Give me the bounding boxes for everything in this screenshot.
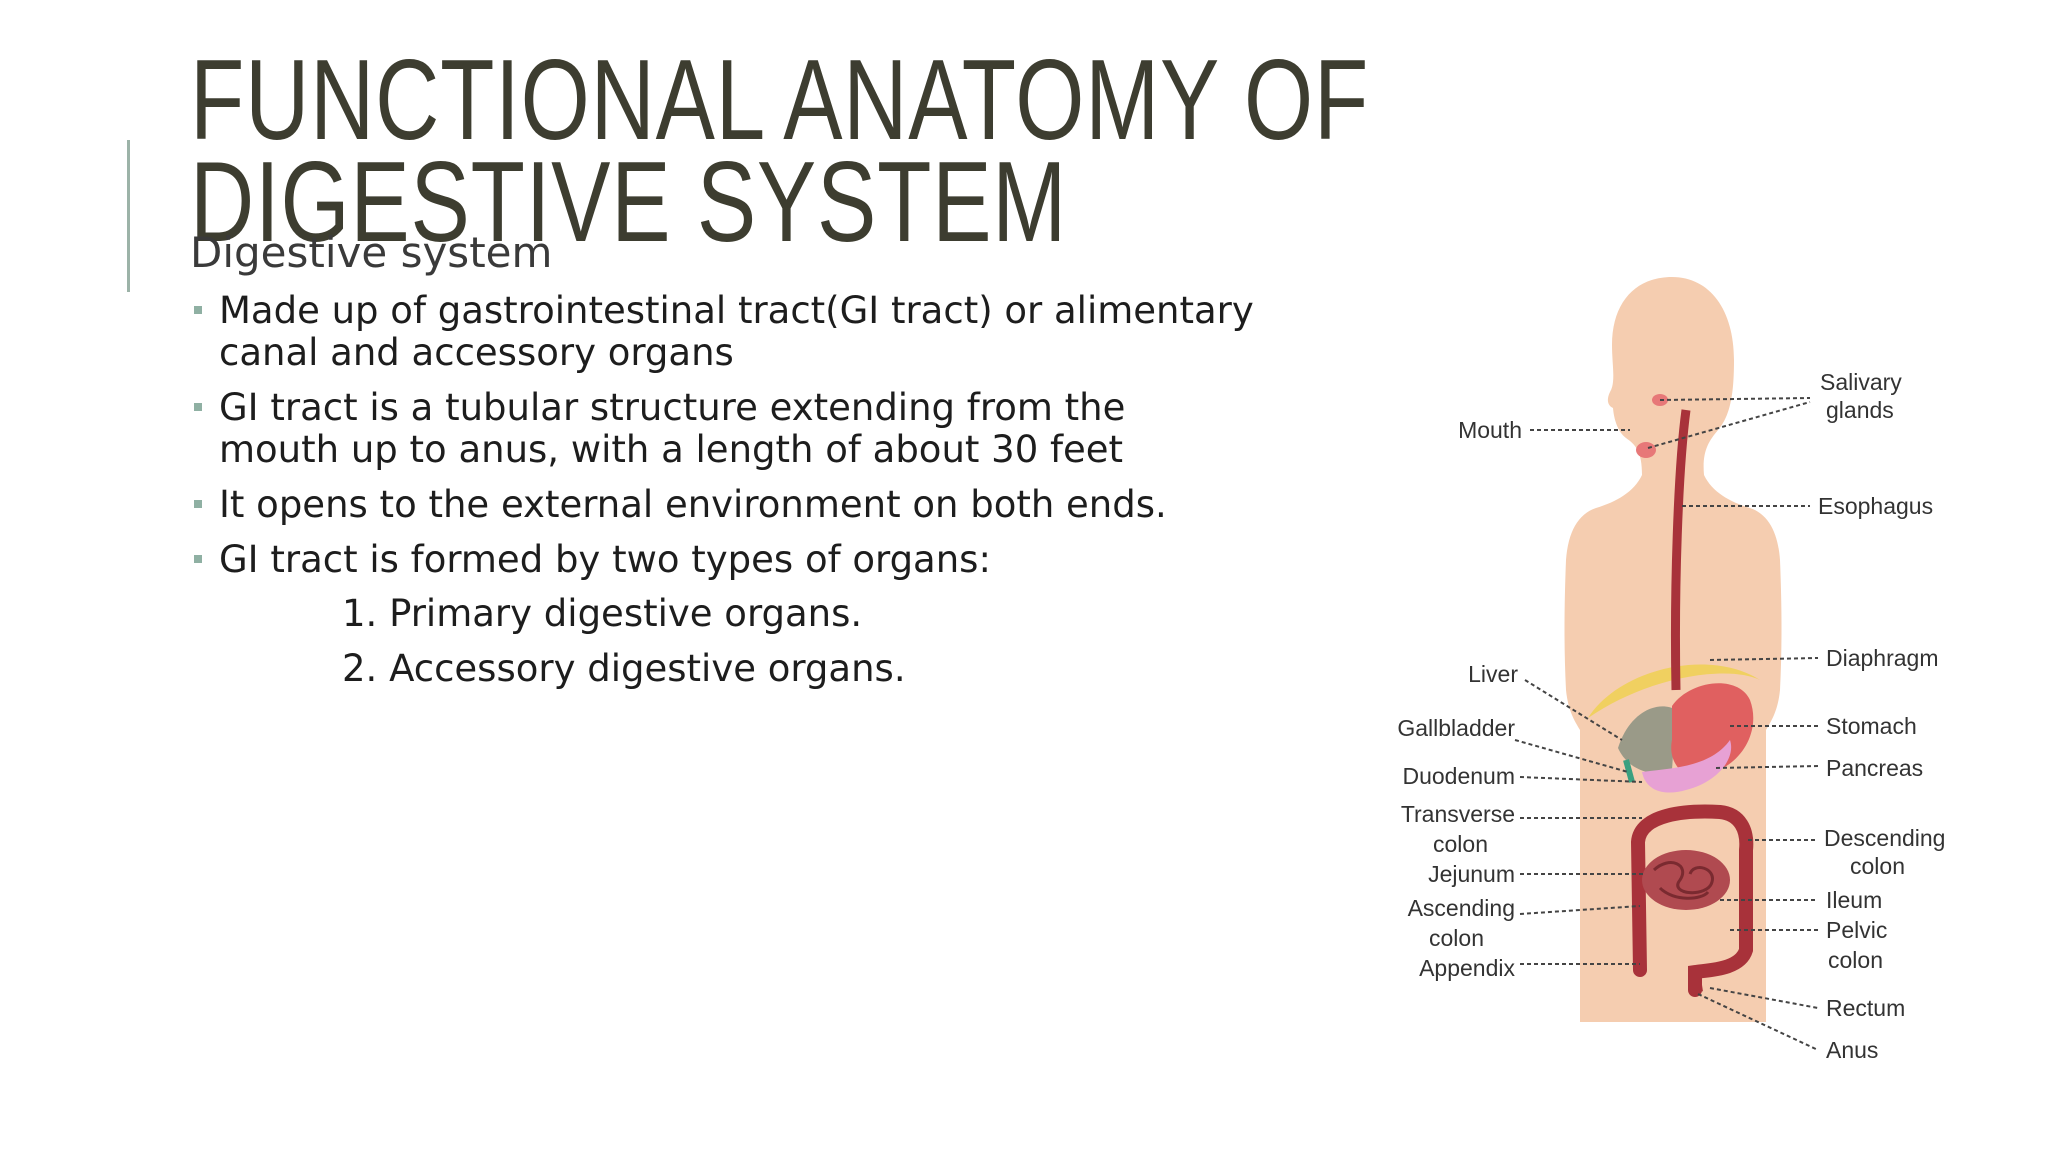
label-salivary-glands-1: Salivary — [1820, 369, 1902, 395]
label-descending-colon-1: Descending — [1824, 825, 1945, 851]
label-pancreas: Pancreas — [1826, 755, 1923, 781]
label-descending-colon-2: colon — [1850, 853, 1905, 879]
gallbladder-shape — [1623, 759, 1635, 783]
leader-line — [1715, 765, 1819, 769]
leader-line — [1709, 987, 1819, 1009]
rectum-shape — [1690, 971, 1703, 993]
bullet-text: Made up of gastrointestinal tract(GI tra… — [219, 289, 1254, 374]
label-ileum: Ileum — [1826, 887, 1882, 913]
label-transverse-colon-1: Transverse — [1401, 801, 1515, 827]
numbered-list: 1. Primary digestive organs. 2. Accessor… — [342, 593, 906, 703]
label-liver: Liver — [1468, 661, 1518, 687]
leader-line — [1519, 905, 1641, 915]
esophagus-shape — [1670, 409, 1691, 691]
title-line-2: DIGESTIVE SYSTEM — [190, 139, 1068, 266]
stomach-shape — [1671, 683, 1754, 777]
leader-lines — [1514, 397, 1819, 1051]
bullet-item: It opens to the external environment on … — [192, 484, 1322, 526]
salivary-gland-shape — [1636, 442, 1656, 458]
label-anus: Anus — [1826, 1037, 1878, 1063]
pancreas-shape — [1642, 740, 1732, 793]
slide-subtitle: Digestive system — [190, 228, 553, 277]
liver-shape — [1618, 706, 1676, 774]
bullet-text: It opens to the external environment on … — [219, 483, 1167, 526]
label-gallbladder: Gallbladder — [1397, 715, 1515, 741]
bullet-item: GI tract is a tubular structure extendin… — [192, 387, 1179, 471]
label-duodenum: Duodenum — [1402, 763, 1515, 789]
label-pelvic-colon-2: colon — [1828, 947, 1883, 973]
small-intestine-shape — [1642, 850, 1730, 910]
bullet-text: GI tract is a tubular structure extendin… — [219, 386, 1126, 471]
label-stomach: Stomach — [1826, 713, 1917, 739]
title-line-1: FUNCTIONAL ANATOMY OF — [190, 37, 1370, 164]
label-salivary-glands-2: glands — [1826, 397, 1894, 423]
leader-line — [1697, 993, 1819, 1051]
leader-line — [1514, 739, 1629, 773]
label-jejunum: Jejunum — [1428, 861, 1515, 887]
bullet-square-icon — [194, 306, 202, 314]
bullet-square-icon — [194, 555, 202, 563]
numbered-item: 2. Accessory digestive organs. — [342, 647, 906, 690]
bullet-item: Made up of gastrointestinal tract(GI tra… — [192, 290, 1322, 374]
bullet-text: GI tract is formed by two types of organ… — [219, 538, 991, 581]
bullet-square-icon — [194, 403, 202, 411]
bullet-item: GI tract is formed by two types of organ… — [192, 539, 1322, 581]
slide-title: FUNCTIONAL ANATOMY OF DIGESTIVE SYSTEM — [190, 37, 1370, 266]
small-intestine-coils — [1652, 861, 1714, 900]
accent-bar — [127, 140, 130, 292]
numbered-item: 1. Primary digestive organs. — [342, 592, 863, 635]
label-appendix: Appendix — [1419, 955, 1515, 981]
label-rectum: Rectum — [1826, 995, 1905, 1021]
bullet-list: Made up of gastrointestinal tract(GI tra… — [192, 290, 1322, 594]
leader-line — [1647, 401, 1811, 449]
bullet-square-icon — [194, 500, 202, 508]
label-diaphragm: Diaphragm — [1826, 645, 1939, 671]
large-intestine-shape — [1630, 804, 1754, 997]
label-pelvic-colon-1: Pelvic — [1826, 917, 1887, 943]
label-esophagus: Esophagus — [1818, 493, 1933, 519]
label-ascending-colon-1: Ascending — [1408, 895, 1515, 921]
label-mouth: Mouth — [1458, 417, 1522, 443]
leader-line — [1524, 679, 1623, 741]
leader-line — [1519, 776, 1643, 783]
label-ascending-colon-2: colon — [1429, 925, 1484, 951]
label-transverse-colon-2: colon — [1433, 831, 1488, 857]
digestive-system-diagram: Mouth Liver Gallbladder Duodenum Transve… — [1397, 277, 1945, 1063]
